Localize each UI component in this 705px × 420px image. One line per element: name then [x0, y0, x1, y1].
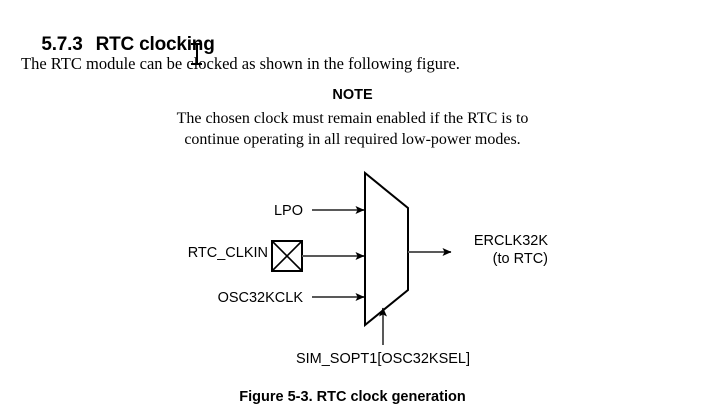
note-body: The chosen clock must remain enabled if … [0, 108, 705, 150]
intro-paragraph: The RTC module can be clocked as shown i… [21, 54, 460, 73]
figure-caption: Figure 5-3. RTC clock generation [239, 389, 466, 405]
multiplexer-shape [364, 170, 409, 328]
section-number: 5.7.3 [41, 34, 83, 55]
page-title: 5.7.3 RTC clocking [21, 12, 215, 78]
figure-rtc-clock-generation: LPO RTC_CLKIN OSC32KCLK ERCLK32K (to RTC… [0, 160, 705, 390]
output-sublabel-to-rtc: (to RTC) [493, 251, 548, 267]
output-label-erclk32k: ERCLK32K [474, 233, 548, 249]
section-title: RTC clocking [95, 34, 215, 55]
pad-x-box-icon [271, 240, 303, 272]
note-line: The chosen clock must remain enabled if … [176, 110, 529, 127]
input-label-lpo: LPO [274, 203, 303, 219]
note-heading: NOTE [332, 87, 373, 103]
select-label-sim-sopt1: SIM_SOPT1[OSC32KSEL] [296, 351, 470, 367]
note-line: continue operating in all required low-p… [184, 131, 521, 148]
input-label-rtc-clkin: RTC_CLKIN [188, 245, 268, 261]
input-label-osc32kclk: OSC32KCLK [218, 290, 304, 306]
